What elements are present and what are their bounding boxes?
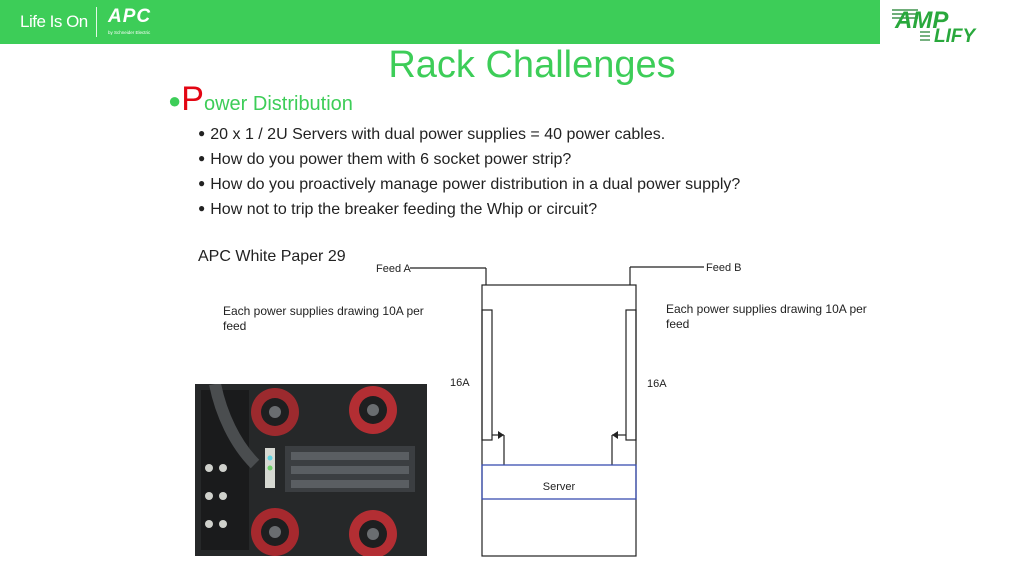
bullet-list: ● 20 x 1 / 2U Servers with dual power sup…	[198, 122, 740, 222]
feed-b-label: Feed B	[706, 262, 741, 274]
heading-first-letter: P	[181, 80, 204, 118]
note-right: Each power supplies drawing 10A per feed	[666, 302, 867, 331]
bullet-text: How do you proactively manage power dist…	[210, 176, 741, 193]
breaker-right-label: 16A	[647, 378, 667, 390]
server-box	[481, 464, 637, 500]
server-psu-photo	[195, 384, 427, 556]
right-power-strip	[625, 309, 637, 441]
header-divider	[96, 7, 97, 37]
left-plug-arrow-icon	[498, 431, 504, 439]
life-is-on-logo: Life Is On	[20, 12, 88, 31]
reference-text: APC White Paper 29	[198, 248, 346, 265]
bullet-item: ● 20 x 1 / 2U Servers with dual power sup…	[198, 122, 740, 147]
bullet-dot-icon: ●	[198, 176, 206, 190]
bullet-item: ● How do you power them with 6 socket pow…	[198, 147, 740, 172]
bullet-dot-icon: ●	[198, 126, 206, 140]
left-power-strip	[481, 309, 493, 441]
rack-outline	[481, 284, 637, 557]
note-left: Each power supplies drawing 10A per feed	[223, 304, 424, 333]
bullet-item: ● How do you proactively manage power dis…	[198, 172, 740, 197]
power-feed-diagram: Server Feed A Feed B 16A 16A	[376, 262, 741, 557]
section-heading: ●Power Distribution	[168, 80, 353, 119]
bullet-text: How do you power them with 6 socket powe…	[210, 151, 572, 168]
heading-text: ower Distribution	[203, 93, 353, 115]
bullet-item: ● How not to trip the breaker feeding the…	[198, 197, 740, 222]
header-bar: Life Is On APC by Schneider Electric	[0, 0, 880, 44]
amplify-logo-top: AMP	[894, 7, 949, 34]
apc-logo: APC	[108, 6, 152, 27]
slide-title: Rack Challenges	[388, 44, 676, 86]
bullet-text: 20 x 1 / 2U Servers with dual power supp…	[210, 126, 666, 143]
amplify-logo-bottom: LIFY	[934, 26, 977, 44]
right-plug-arrow-icon	[612, 431, 618, 439]
feed-a-label: Feed A	[376, 263, 412, 275]
bullet-dot-icon: ●	[198, 201, 206, 215]
bullet-dot-icon: ●	[198, 151, 206, 165]
bullet-text: How not to trip the breaker feeding the …	[210, 201, 598, 218]
heading-bullet-icon: ●	[168, 88, 182, 113]
apc-logo-subtitle: by Schneider Electric	[108, 30, 151, 35]
breaker-left-label: 16A	[450, 377, 470, 389]
amplify-logo: AMP LIFY	[892, 7, 977, 44]
server-label: Server	[543, 481, 576, 493]
